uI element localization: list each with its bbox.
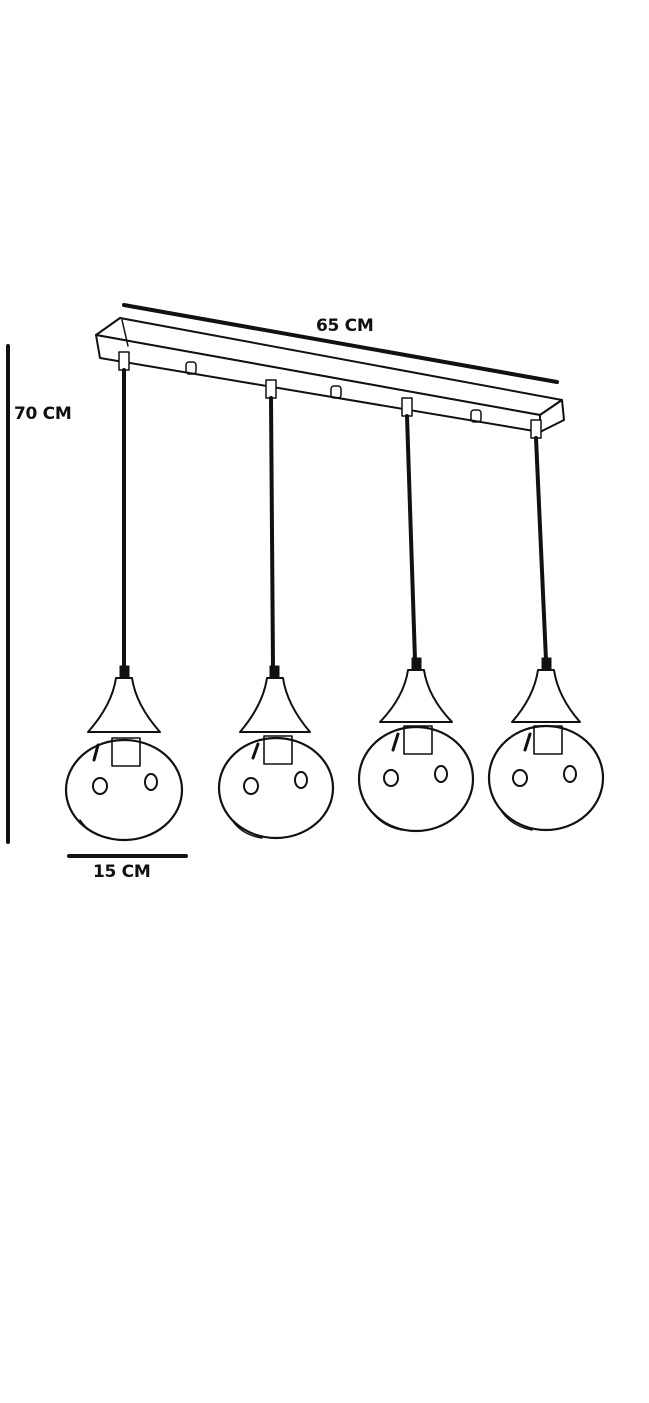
width-dimension-line <box>122 303 559 384</box>
ceiling-canopy-bar <box>95 317 565 433</box>
pendant-3 <box>357 397 475 833</box>
pendant-4 <box>487 419 605 832</box>
pendant-2 <box>217 379 335 840</box>
width-label: 65 CM <box>316 316 374 336</box>
height-label: 70 CM <box>14 404 72 424</box>
pendant-1 <box>64 351 184 842</box>
diameter-label: 15 CM <box>93 862 151 882</box>
